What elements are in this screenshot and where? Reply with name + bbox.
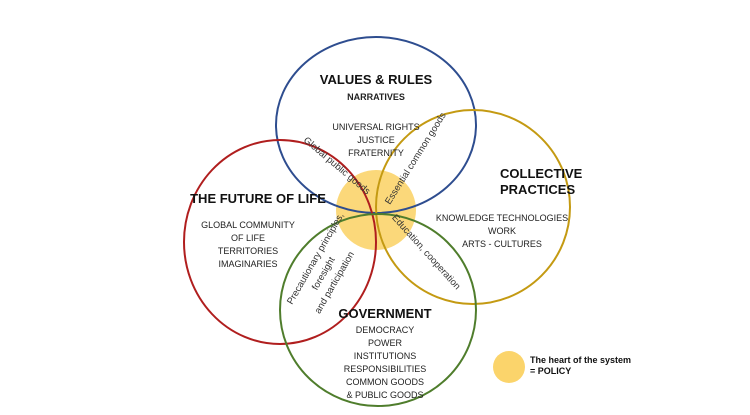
future-item: GLOBAL COMMUNITY [201,220,295,230]
values-item: UNIVERSAL RIGHTS [332,122,419,132]
values-title: VALUES & RULES [320,72,433,87]
future-item: IMAGINARIES [218,259,277,269]
values-subtitle: NARRATIVES [347,92,405,102]
collective-item: ARTS - CULTURES [462,239,542,249]
collective-item: WORK [488,226,516,236]
legend-line-2: = POLICY [530,366,571,376]
collective-item: KNOWLEDGE TECHNOLOGIES [436,213,568,223]
values-item: FRATERNITY [348,148,404,158]
overlap-education-cooperation: Education, cooperation [389,213,462,293]
government-item: DEMOCRACY [356,325,415,335]
legend-line-1: The heart of the system [530,355,631,365]
future-item: OF LIFE [231,233,265,243]
legend-heart-swatch [493,351,525,383]
collective-title-1: COLLECTIVE [500,166,583,181]
collective-title-2: PRACTICES [500,182,575,197]
future-item: TERRITORIES [218,246,278,256]
circle-future-of-life [183,139,377,345]
circle-government [279,213,477,407]
government-item: POWER [368,338,403,348]
government-item: COMMON GOODS [346,377,424,387]
government-title: GOVERNMENT [338,306,431,321]
government-item: INSTITUTIONS [354,351,417,361]
future-title: THE FUTURE OF LIFE [190,191,326,206]
government-item: RESPONSIBILITIES [344,364,427,374]
values-item: JUSTICE [357,135,395,145]
circle-collective-practices [375,109,571,305]
government-item: & PUBLIC GOODS [346,390,423,400]
